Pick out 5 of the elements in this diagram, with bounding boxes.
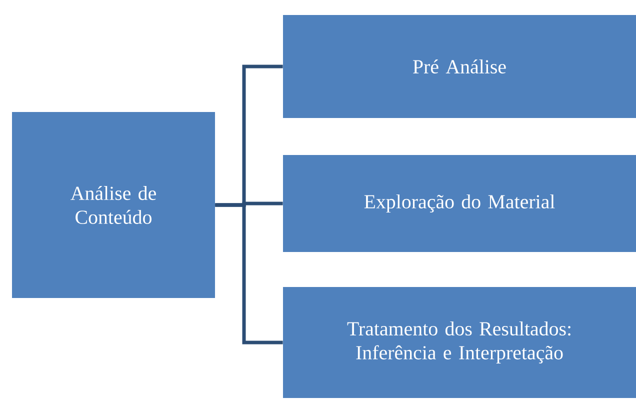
process-box: Pré Análise [283,15,636,118]
process-box: Análise de Conteúdo [12,112,215,298]
process-box: Exploração do Material [283,155,636,252]
process-box: Tratamento dos Resultados: Inferência e Interpretação [283,287,636,398]
bracket-connector [215,203,283,344]
